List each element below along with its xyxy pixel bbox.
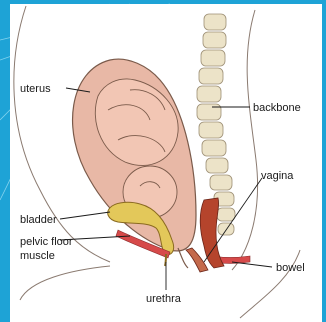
label-pelvic-floor-line2: muscle (20, 250, 55, 262)
label-urethra: urethra (146, 293, 182, 305)
vagina (186, 248, 208, 272)
label-bowel: bowel (276, 262, 305, 274)
label-backbone: backbone (253, 102, 301, 114)
label-vagina: vagina (261, 170, 294, 182)
label-bladder: bladder (20, 214, 57, 226)
label-pelvic-floor-line1: pelvic floor (20, 236, 73, 248)
label-uterus: uterus (20, 83, 51, 95)
